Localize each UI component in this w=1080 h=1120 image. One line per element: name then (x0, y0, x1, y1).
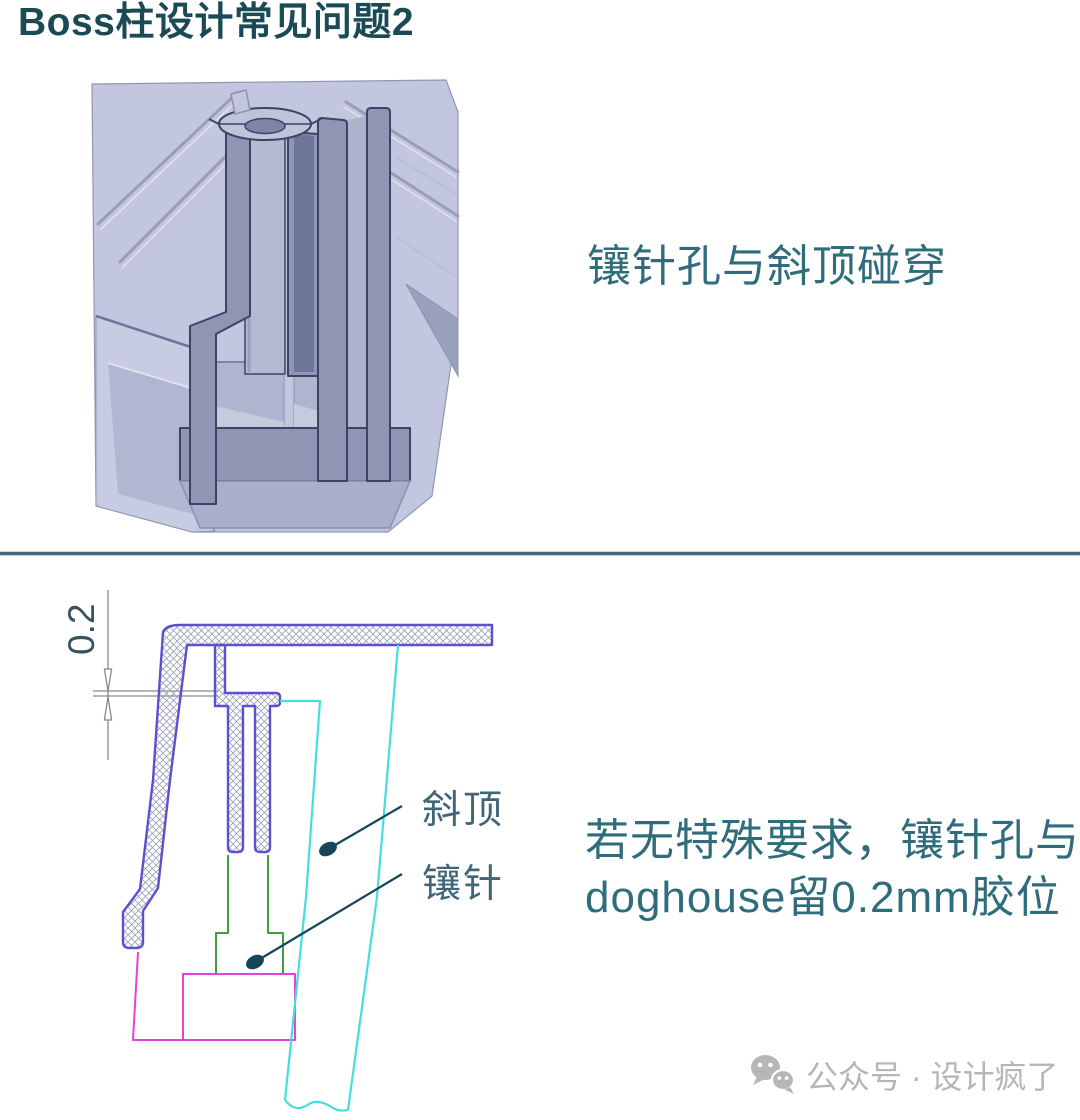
caption-bottom: 若无特殊要求，镶针孔与 doghouse留0.2mm胶位 (585, 812, 1080, 926)
cad3d-doghouse-wall (317, 117, 348, 482)
cad-2d-drawing: 0.2 斜顶 镶针 (61, 590, 504, 1112)
label-lifter: 斜顶 (422, 789, 504, 832)
leader-lines (246, 805, 403, 970)
mold-plate-outline (132, 951, 296, 1041)
page-title: Boss柱设计常见问题2 (18, 1, 415, 44)
insert-pin-outline (215, 855, 284, 975)
cad-3d-figure (91, 79, 460, 533)
cad3d-channel (347, 116, 367, 428)
label-insert-pin: 镶针 (422, 863, 504, 906)
cad3d-cut-slabs (189, 107, 391, 505)
caption-top: 镶针孔与斜顶碰穿 (587, 242, 947, 291)
cad3d-boss-left-wall-hook (189, 131, 251, 505)
cad3d-far-right-wall (366, 107, 391, 482)
caption-bottom-line1: 若无特殊要求，镶针孔与 (585, 816, 1080, 865)
boss-doghouse-section (213, 643, 282, 854)
dimension-label: 0.2 (61, 604, 102, 655)
caption-bottom-line2: doghouse留0.2mm胶位 (585, 873, 1061, 922)
section-divider (0, 551, 1080, 556)
cad3d-bottom-web (178, 427, 412, 529)
watermark: 公众号 · 设计疯了 (750, 1052, 1058, 1098)
watermark-text: 公众号 · 设计疯了 (806, 1059, 1059, 1095)
cad3d-corner-pocket (405, 283, 459, 378)
wechat-icon (751, 1055, 796, 1094)
dimension-0-2 (93, 590, 218, 760)
lifter-outline (280, 644, 400, 1112)
part-wall-section (121, 623, 494, 950)
cad3d-boss-collar (208, 89, 322, 141)
